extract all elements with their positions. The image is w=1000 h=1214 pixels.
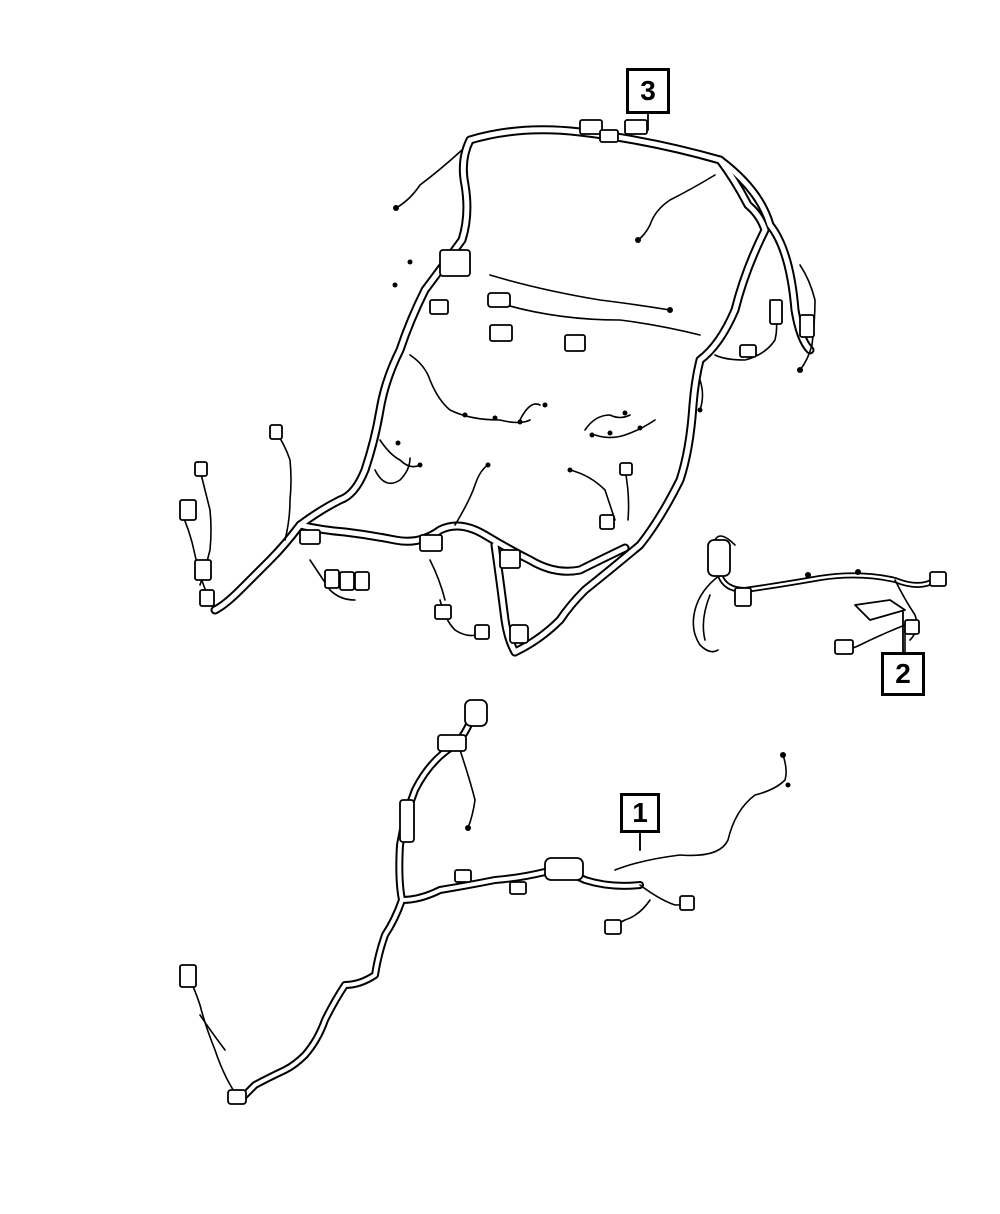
harness-1 (179, 699, 791, 1105)
harness-3-body (179, 119, 816, 657)
callout-2: 2 (881, 652, 925, 696)
callout-3: 3 (626, 68, 670, 114)
harness-2 (692, 535, 947, 656)
callout-leaders (639, 113, 904, 851)
callout-1: 1 (620, 793, 660, 833)
